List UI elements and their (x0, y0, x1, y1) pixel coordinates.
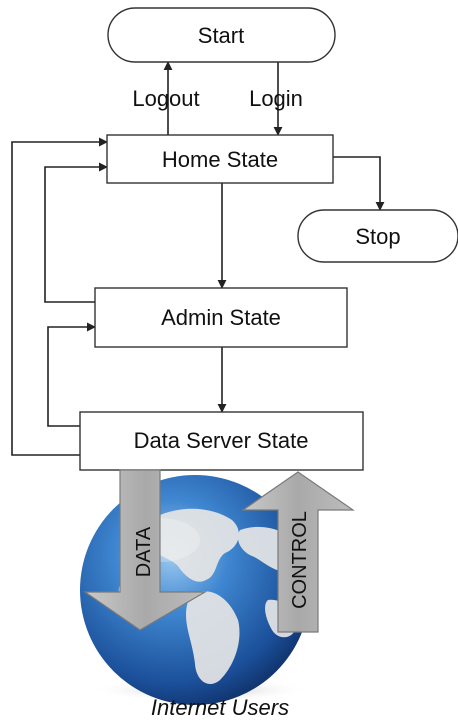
admin-state-node: Admin State (94, 287, 348, 348)
login-label: Login (249, 86, 303, 111)
admin-to-home-feedback-connector (44, 162, 108, 303)
logout-label: Logout (132, 86, 199, 111)
control-up-arrow: CONTROL (241, 471, 355, 633)
dataserver-to-home-feedback-connector (11, 137, 108, 456)
stop-label: Stop (355, 224, 400, 249)
dataserver-to-admin-feedback-connector (47, 322, 96, 427)
data-server-state-node: Data Server State (79, 411, 364, 471)
stop-node: Stop (297, 209, 458, 263)
admin-state-label: Admin State (161, 305, 281, 330)
data-server-state-label: Data Server State (134, 428, 309, 453)
control-arrow-label: CONTROL (289, 511, 311, 609)
home-state-label: Home State (162, 147, 278, 172)
data-arrow-label: DATA (133, 526, 155, 577)
start-label: Start (198, 23, 244, 48)
home-to-stop-connector (333, 156, 385, 211)
home-state-node: Home State (106, 134, 334, 184)
internet-users-caption: Internet Users (151, 695, 289, 720)
start-node: Start (107, 7, 336, 63)
data-down-arrow: DATA (83, 469, 208, 631)
